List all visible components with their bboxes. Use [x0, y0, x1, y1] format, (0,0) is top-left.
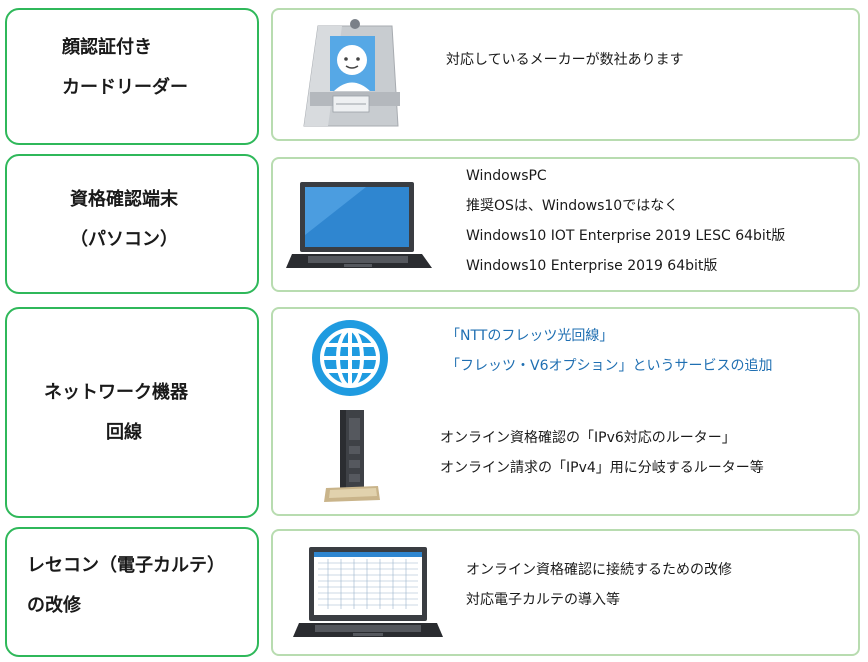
label-terminal-line2: （パソコン）: [70, 229, 178, 250]
rececon-line-1: オンライン資格確認に接続するための改修: [466, 562, 732, 578]
label-box-card-reader: [5, 8, 259, 145]
globe-icon: [312, 320, 388, 396]
label-box-terminal: [5, 154, 259, 294]
network-line-2: 「フレッツ・V6オプション」というサービスの追加: [446, 358, 773, 374]
router-icon: [324, 410, 380, 502]
label-card-reader-line1: 顔認証付き: [62, 37, 152, 58]
terminal-line-2: 推奨OSは、Windows10ではなく: [466, 198, 679, 214]
terminal-line-3: Windows10 IOT Enterprise 2019 LESC 64bit…: [466, 228, 786, 244]
face-auth-card-reader-icon: [303, 19, 400, 127]
terminal-line-1: WindowsPC: [466, 168, 547, 184]
laptop-icon: [286, 182, 432, 268]
terminal-line-4: Windows10 Enterprise 2019 64bit版: [466, 258, 718, 274]
label-rececon-line2: の改修: [27, 595, 81, 616]
label-box-network: [5, 307, 259, 518]
laptop-with-chart-icon: [293, 547, 443, 637]
rececon-line-2: 対応電子カルテの導入等: [466, 592, 620, 608]
card-reader-text: 対応しているメーカーが数社あります: [446, 52, 684, 68]
network-line-1: 「NTTのフレッツ光回線」: [446, 328, 614, 344]
network-line-3: オンライン資格確認の「IPv6対応のルーター」: [440, 430, 736, 446]
label-terminal-line1: 資格確認端末: [70, 189, 178, 210]
label-box-rececon: [5, 527, 259, 657]
label-network-line2: 回線: [106, 422, 142, 443]
label-network-line1: ネットワーク機器: [44, 382, 188, 403]
label-card-reader-line2: カードリーダー: [62, 77, 188, 98]
network-line-4: オンライン請求の「IPv4」用に分岐するルーター等: [440, 460, 764, 476]
label-rececon-line1: レセコン（電子カルテ）: [27, 555, 225, 576]
